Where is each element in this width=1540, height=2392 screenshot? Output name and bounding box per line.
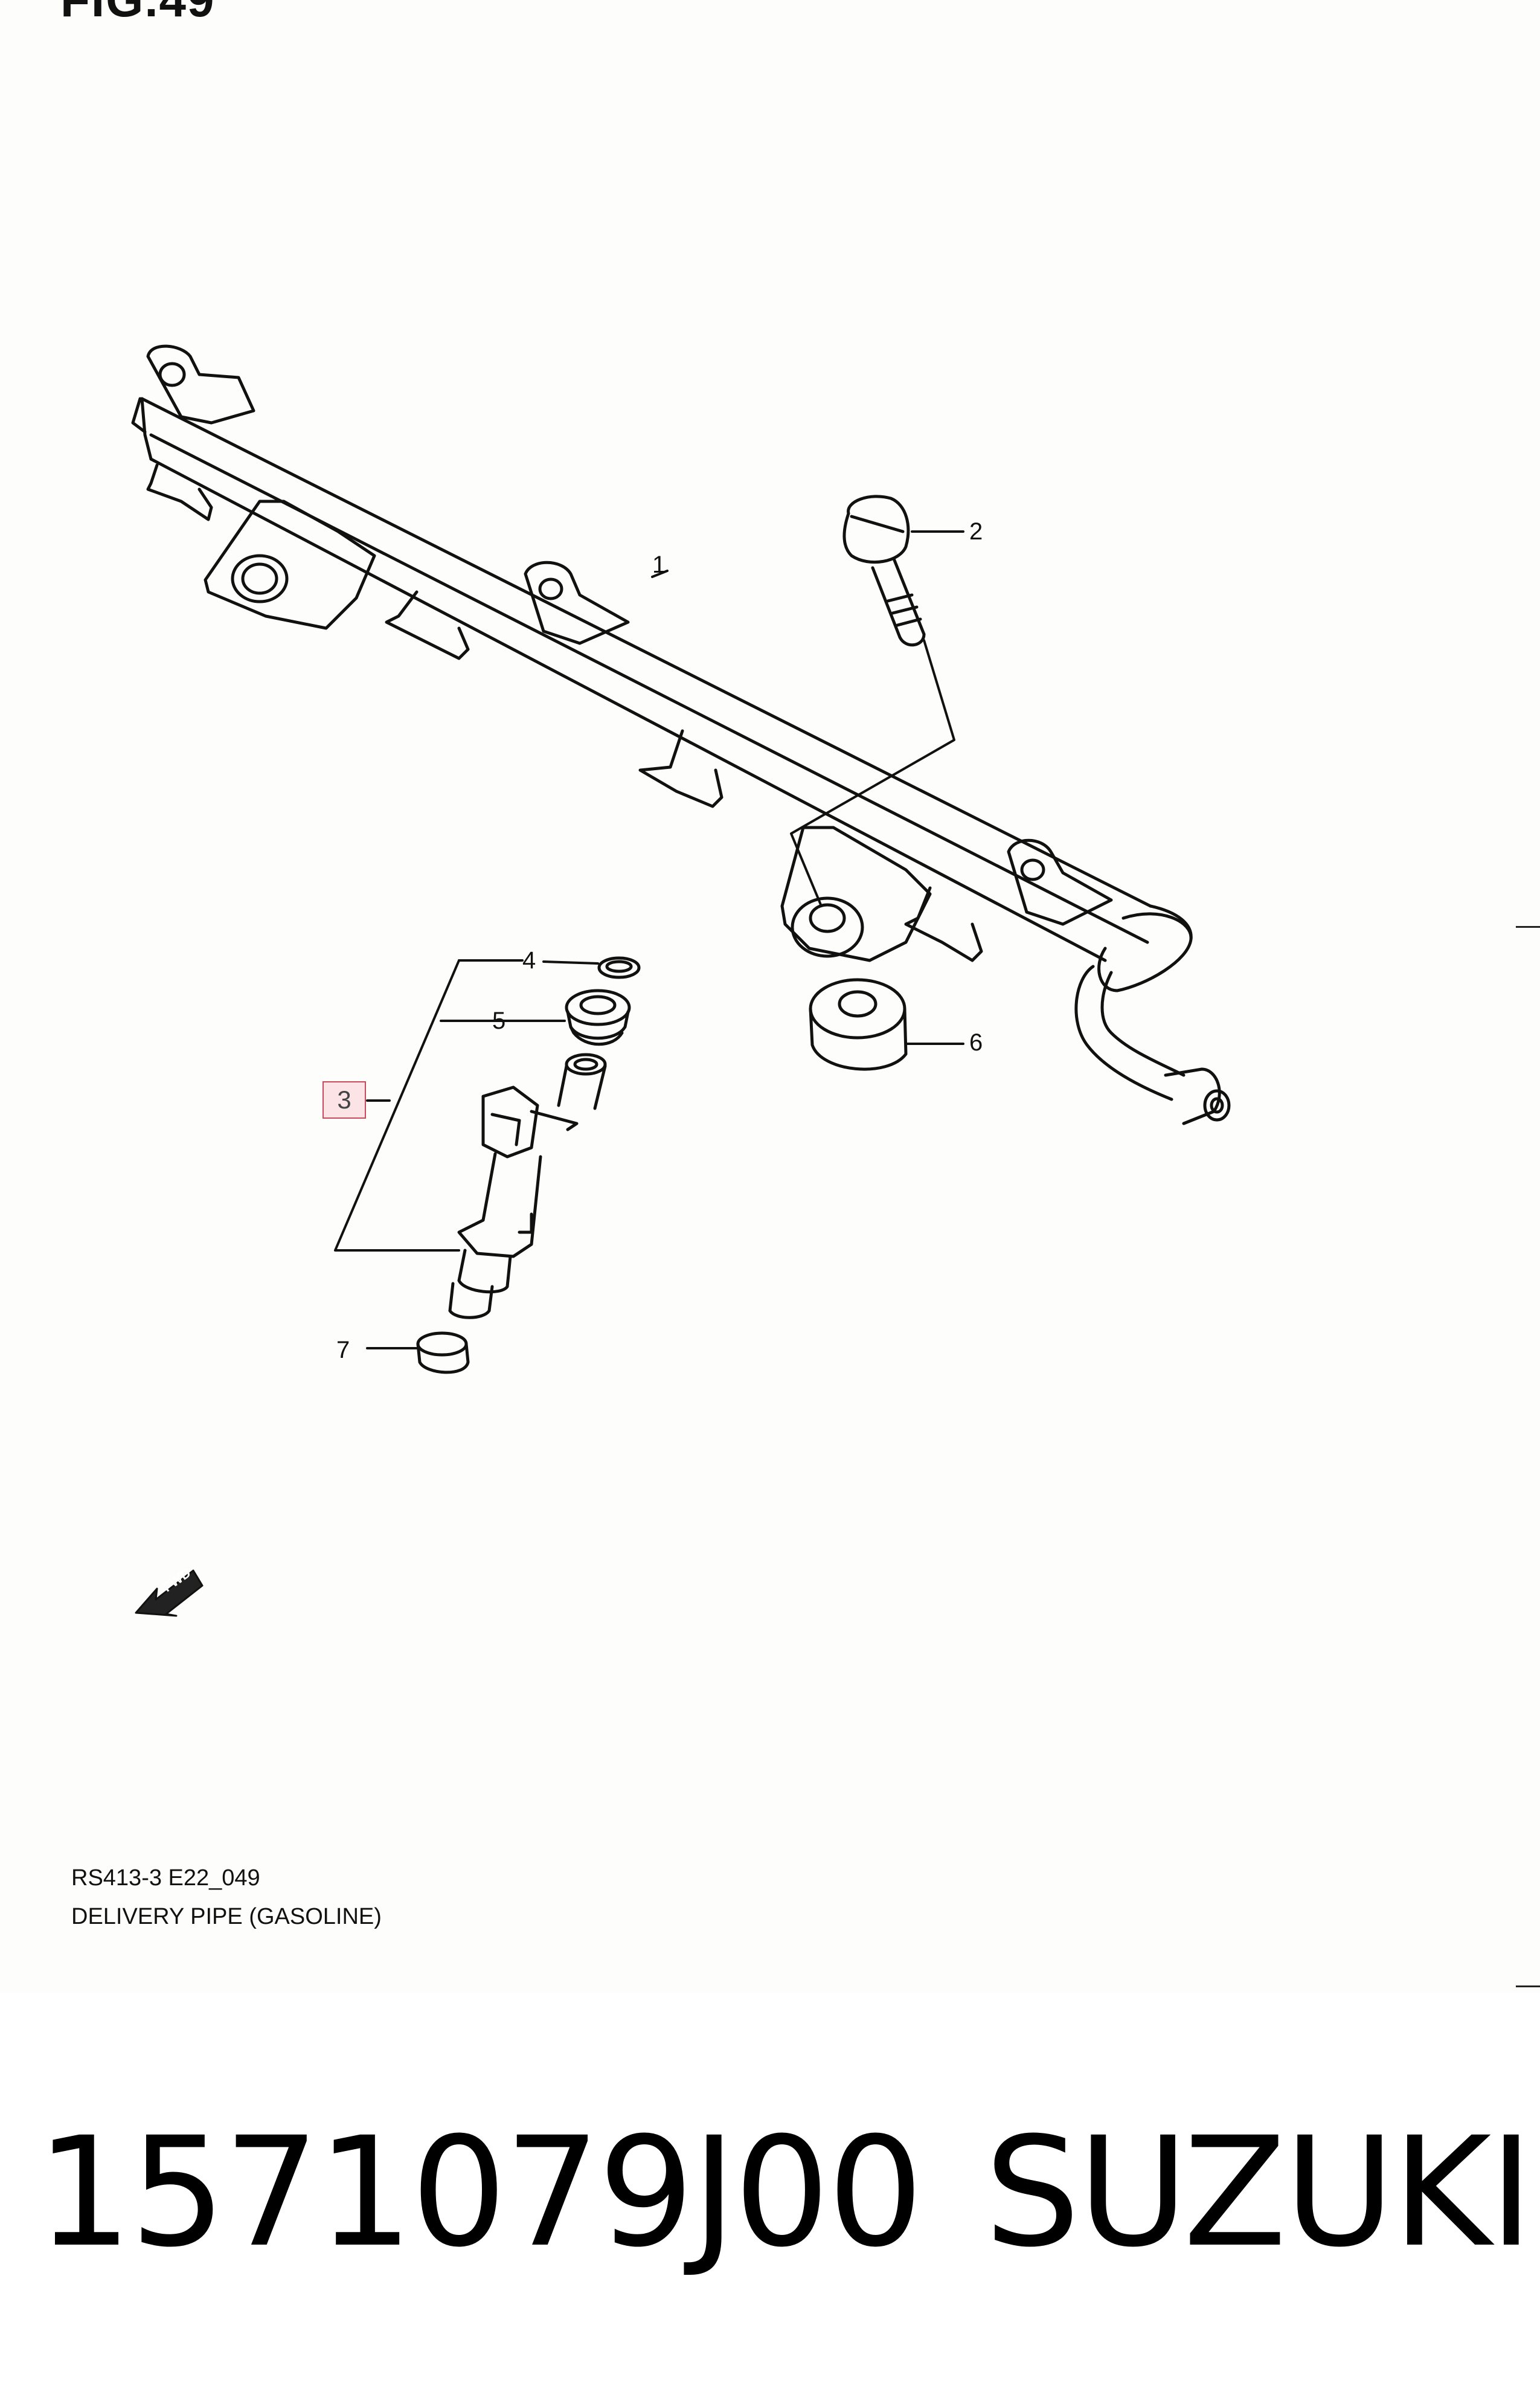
leader-lines — [334, 530, 964, 1349]
seal — [416, 1331, 470, 1374]
callout-2: 2 — [969, 518, 983, 545]
diagram-sheet: FIG.49 — [60, 0, 1540, 1987]
o-ring — [597, 956, 641, 979]
diagram-code: RS413-3 E22_049 — [71, 1865, 260, 1891]
callout-7: 7 — [336, 1337, 350, 1363]
diagram-name: DELIVERY PIPE (GASOLINE) — [71, 1904, 382, 1929]
callout-3-highlight[interactable]: 3 — [322, 1081, 366, 1119]
part-number: 1571079J00 — [36, 2104, 923, 2280]
fwd-arrow-icon — [135, 1569, 204, 1617]
grommet — [565, 989, 631, 1046]
callout-6: 6 — [969, 1029, 983, 1056]
cushion — [809, 978, 908, 1071]
exploded-parts-diagram — [131, 344, 1231, 1617]
callout-5: 5 — [492, 1008, 506, 1034]
callout-1: 1 — [652, 551, 666, 578]
fuel-injector — [448, 1053, 607, 1319]
bolt — [842, 495, 926, 647]
figure-title: FIG.49 — [60, 0, 216, 28]
edge-mark — [1516, 1985, 1540, 1987]
brand-name: SUZUKI — [984, 2104, 1533, 2280]
delivery-pipe-rail — [131, 344, 1231, 1125]
callout-4: 4 — [522, 947, 536, 974]
edge-mark — [1516, 926, 1540, 928]
